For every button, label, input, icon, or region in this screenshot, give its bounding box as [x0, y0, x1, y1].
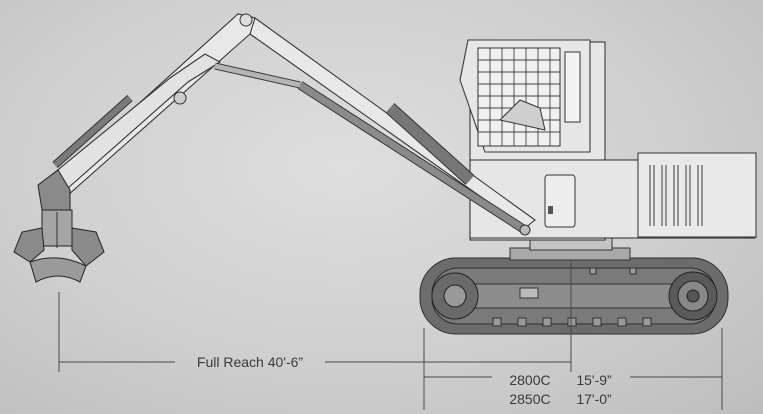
access-door — [544, 174, 576, 228]
crawler-track — [419, 257, 729, 335]
full-reach-label: Full Reach 40'-6” — [197, 354, 304, 370]
turntable — [509, 237, 631, 261]
model-b-width: 17'-0” — [576, 391, 612, 407]
model-a-width: 15'-9” — [576, 372, 612, 388]
boom-cylinder — [214, 62, 531, 236]
operator-seat — [499, 99, 546, 131]
model-b-label: 2850C — [509, 391, 550, 407]
model-a-label: 2800C — [509, 372, 550, 388]
stick-arm — [46, 53, 222, 189]
grapple-attachment — [13, 169, 105, 283]
operator-cab — [459, 39, 591, 153]
track-width-dimension: 2800C 15'-9” 2850C 17'-0” — [423, 328, 723, 410]
stick-cylinder — [52, 91, 187, 168]
reach-dimension: Full Reach 40'-6” — [58, 262, 572, 372]
